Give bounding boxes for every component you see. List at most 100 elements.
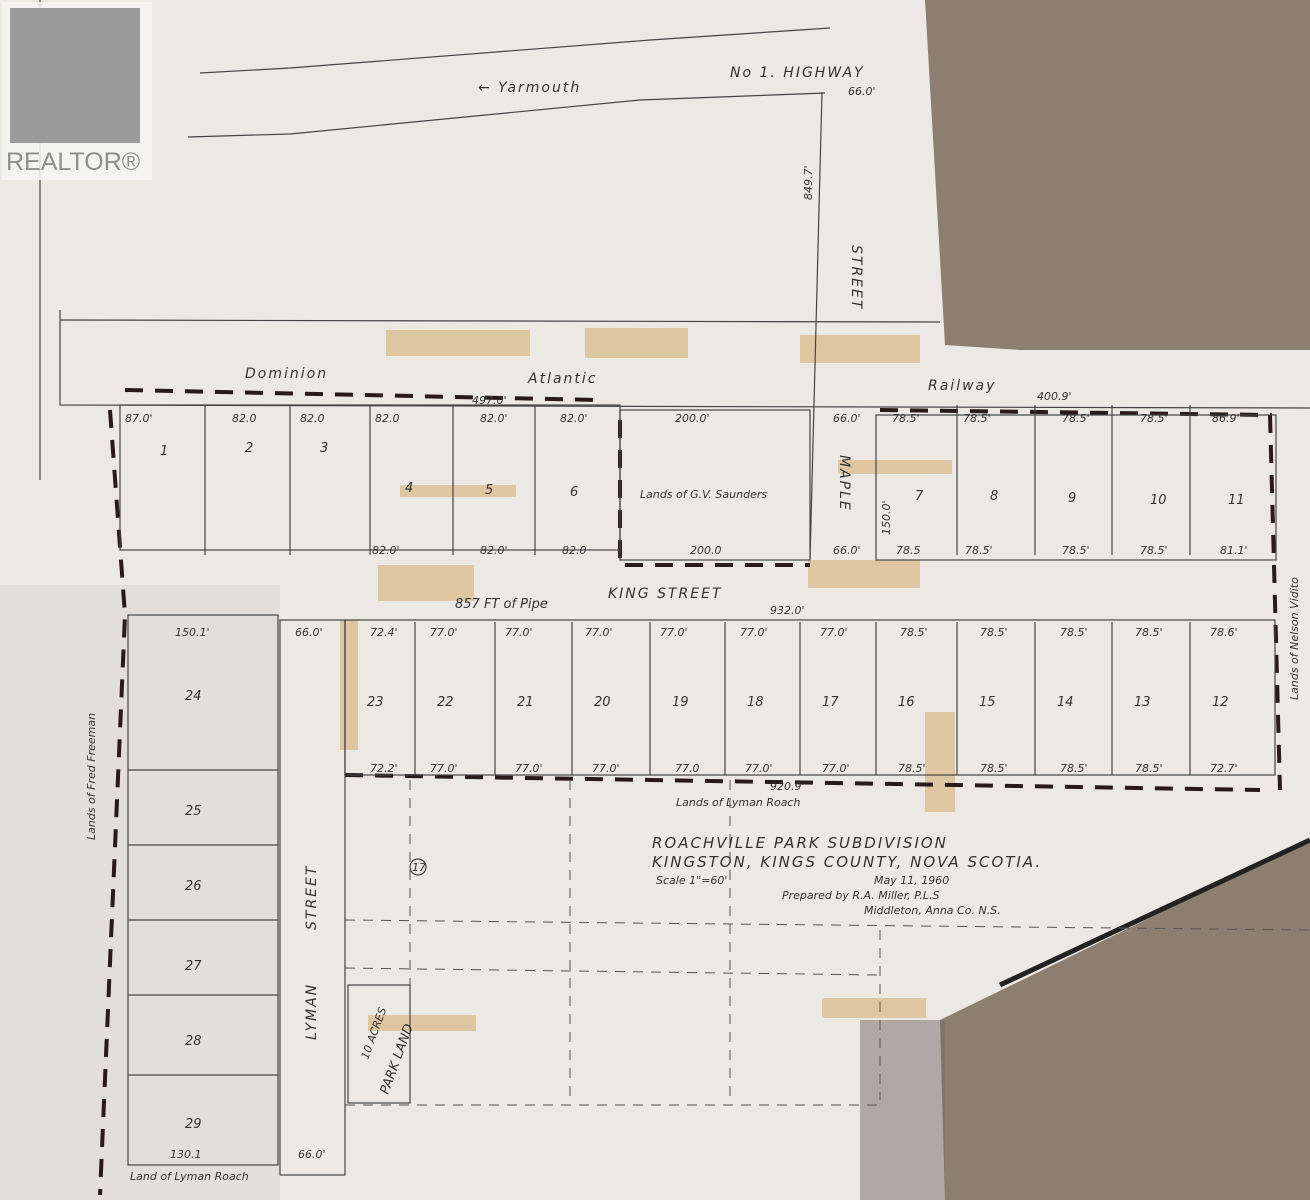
dim-north-top: 86.9' — [1212, 412, 1240, 425]
lands-lyman-roach: Lands of Lyman Roach — [676, 796, 800, 809]
dim-total-east: 400.9' — [1037, 390, 1072, 403]
dim-south-top: 150.1' — [175, 626, 210, 639]
lot-number-north: 11 — [1228, 493, 1245, 508]
dim-south-bottom: 77.0' — [745, 762, 773, 775]
lot-number-north: 7 — [915, 489, 924, 504]
lot-number-south: 12 — [1212, 695, 1229, 710]
date: May 11, 1960 — [874, 874, 949, 887]
dim-south-top: 77.0' — [660, 626, 688, 639]
lot-number-south: 23 — [367, 695, 384, 710]
lot-number-north: 5 — [485, 483, 493, 498]
lot-number-south: 18 — [747, 695, 764, 710]
maple-street-label: MAPLE — [836, 455, 852, 512]
marker-circle — [409, 858, 427, 876]
railway-line — [59, 310, 1310, 409]
dim-north-top: 82.0' — [480, 412, 508, 425]
railway-label-1: Dominion — [245, 366, 328, 382]
title-line2: KINGSTON, KINGS COUNTY, NOVA SCOTIA. — [652, 853, 1042, 871]
lyman-street-label: STREET — [304, 865, 320, 930]
dim-south-top: 78.6' — [1210, 626, 1238, 639]
lands-saunders: Lands of G.V. Saunders — [640, 488, 767, 501]
dim-south-top: 77.0' — [505, 626, 533, 639]
pen — [998, 837, 1310, 988]
dim-south-top: 78.5' — [900, 626, 928, 639]
dim-total-south: 920.9' — [770, 780, 805, 793]
highway-label: No 1. HIGHWAY — [730, 65, 865, 81]
street-label-upper: STREET — [848, 245, 864, 310]
dim-south-top: 66.0' — [295, 626, 323, 639]
paper-shadow — [860, 1020, 945, 1200]
dim-south-top: 72.4' — [370, 626, 398, 639]
dim-south-top: 77.0' — [430, 626, 458, 639]
dim-north-top: 200.0' — [675, 412, 710, 425]
dim-south-bottom: 77.0 — [675, 762, 700, 775]
dim-north-top: 82.0 — [232, 412, 257, 425]
dim-north-top: 82.0' — [560, 412, 588, 425]
tape-strips — [340, 328, 955, 1031]
dim-south-bottom: 72.2' — [370, 762, 398, 775]
dim-north-bottom: 78.5' — [1140, 544, 1168, 557]
yarmouth-label: ← Yarmouth — [478, 80, 581, 96]
pipe-note: 857 FT of Pipe — [455, 597, 548, 612]
scale: Scale 1"=60' — [656, 874, 727, 887]
dim-south-bottom: 77.0' — [592, 762, 620, 775]
dim-north-bottom: 82.0' — [372, 544, 400, 557]
dim-north-top: 78.5' — [963, 412, 991, 425]
realtor-logo: REALTOR® — [2, 2, 152, 180]
dim-north-bottom: 200.0 — [690, 544, 722, 557]
lot-number-north: 3 — [320, 441, 328, 456]
lot-number-south: 22 — [437, 695, 454, 710]
dim-south-bottom: 78.5' — [980, 762, 1008, 775]
lot-number-north: 2 — [245, 441, 253, 456]
dim-total-king: 932.0' — [770, 604, 805, 617]
lot-number-south: 15 — [979, 695, 996, 710]
dim-south-bottom: 78.5' — [1060, 762, 1088, 775]
dim-south-top: 77.0' — [820, 626, 848, 639]
dim-south-top: 77.0' — [585, 626, 613, 639]
marker-label: 17 — [412, 861, 426, 874]
lot-number-south: 16 — [898, 695, 915, 710]
dim-north-top: 87.0' — [125, 412, 153, 425]
lyman-label: LYMAN — [304, 983, 320, 1040]
dim-north-top: 78.5' — [1062, 412, 1090, 425]
realtor-r-mark — [10, 8, 140, 143]
dim-south-bottom: 77.0' — [515, 762, 543, 775]
dim-north-bottom: 82.0 — [562, 544, 587, 557]
lot-number-north: 4 — [405, 481, 413, 496]
lot-number-north: 10 — [1150, 493, 1167, 508]
dim-lot-depth: 150.0' — [880, 500, 893, 535]
railway-label-3: Railway — [928, 378, 996, 394]
dim-north-top: 82.0 — [300, 412, 325, 425]
dim-south-bottom: 77.0' — [430, 762, 458, 775]
dim-north-bottom: 78.5 — [896, 544, 921, 557]
lot-number-south: 19 — [672, 695, 689, 710]
land-lyman-roach-bottom: Land of Lyman Roach — [130, 1170, 249, 1183]
dim-south-bottom: 72.7' — [1210, 762, 1238, 775]
title-line1: ROACHVILLE PARK SUBDIVISION — [652, 834, 948, 852]
lot-number-south: 13 — [1134, 695, 1151, 710]
dim-north-top: 78.5' — [892, 412, 920, 425]
dim-south-top: 78.5' — [980, 626, 1008, 639]
park-land-plot — [347, 984, 411, 1104]
lot-number-south: 14 — [1057, 695, 1074, 710]
lot-number-west: 28 — [185, 1034, 202, 1049]
lot-number-south: 20 — [594, 695, 611, 710]
south-block — [127, 614, 1276, 1176]
dim-south-top: 77.0' — [740, 626, 768, 639]
lot-number-north: 8 — [990, 489, 998, 504]
lot-number-west: 25 — [185, 804, 202, 819]
dim-south-bottom: 78.5' — [898, 762, 926, 775]
king-street-label: KING STREET — [608, 586, 723, 602]
railway-label-2: Atlantic — [527, 371, 597, 387]
dim-north-bottom: 66.0' — [833, 544, 861, 557]
title-block: ROACHVILLE PARK SUBDIVISION KINGSTON, KI… — [652, 834, 1042, 917]
prepared-location: Middleton, Anna Co. N.S. — [864, 904, 1001, 917]
lot-number-south: 21 — [517, 695, 534, 710]
dim-north-bottom: 82.0' — [480, 544, 508, 557]
dim-south-top: 78.5' — [1060, 626, 1088, 639]
dim-south-top: 78.5' — [1135, 626, 1163, 639]
dim-street-length: 849.7' — [802, 165, 815, 200]
lands-fred-freeman: Lands of Fred Freeman — [85, 713, 98, 840]
dim-south-bottom: 78.5' — [1135, 762, 1163, 775]
